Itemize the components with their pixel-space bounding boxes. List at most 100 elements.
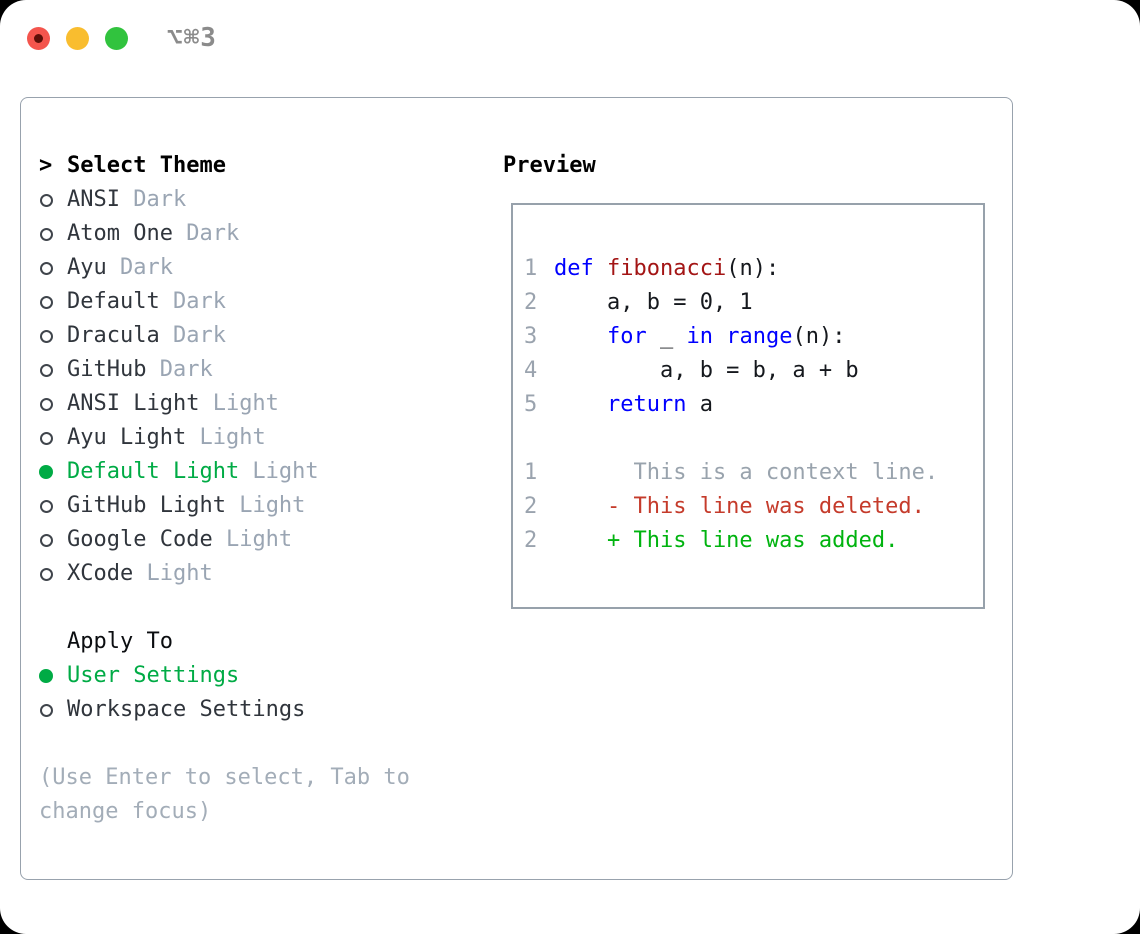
theme-variant: Dark [172,221,240,246]
radio-icon[interactable] [39,329,67,343]
code-token: for [606,324,647,349]
radio-icon[interactable] [39,261,67,275]
radio-circle [40,363,53,377]
code-line: 1 This is a context line. [524,456,983,490]
minimize-button[interactable] [66,27,89,50]
code-token: def [554,256,594,281]
theme-option[interactable]: Ayu Light Light [39,421,319,455]
apply-to-heading-row: Apply To [39,625,305,659]
code-token: + This line was added. [554,528,899,553]
radio-icon[interactable] [39,703,67,717]
theme-option[interactable]: Ayu Dark [39,251,319,285]
radio-icon[interactable] [39,363,67,377]
apply-option-label: User Settings [67,663,240,688]
radio-circle [39,465,53,479]
radio-icon[interactable] [39,397,67,411]
radio-circle [40,703,53,717]
close-button[interactable] [27,27,50,50]
preview-heading: Preview [503,153,596,178]
line-number: 1 [524,256,538,281]
code-line: 3 for _ in range(n): [524,320,983,354]
radio-selected-icon[interactable] [39,669,67,683]
theme-variant: Light [186,425,266,450]
theme-option[interactable]: Atom One Dark [39,217,319,251]
code-line: 4 a, b = b, a + b [524,354,983,388]
theme-option[interactable]: Google Code Light [39,523,319,557]
radio-circle [40,431,53,445]
code-token: (n): [726,256,780,281]
radio-circle [40,567,53,581]
radio-circle [40,261,53,275]
theme-name: Default [67,289,160,314]
theme-variant: Light [199,391,279,416]
theme-name: Ayu Light [67,425,187,450]
line-number [524,422,554,456]
code-token: range [726,324,793,349]
theme-name: Ayu [67,255,107,280]
theme-option[interactable]: XCode Light [39,557,319,591]
theme-variant: Light [212,527,293,552]
radio-icon[interactable] [39,567,67,581]
line-number: 2 [524,528,538,553]
theme-variant: Light [225,493,306,518]
radio-icon[interactable] [39,533,67,547]
radio-circle [40,533,53,547]
code-token [713,320,726,354]
select-theme-heading: Select Theme [67,153,226,178]
theme-option[interactable]: Dracula Dark [39,319,319,353]
radio-icon[interactable] [39,431,67,445]
select-theme-heading-row: > Select Theme [39,149,319,183]
code-token [554,320,607,354]
radio-circle [40,295,53,309]
apply-to-heading: Apply To [67,629,173,654]
radio-circle [40,193,53,207]
theme-option[interactable]: Default Dark [39,285,319,319]
selection-prompt: > [39,153,53,178]
theme-variant: Light [239,459,319,484]
theme-variant: Light [133,561,213,586]
line-number: 4 [524,358,538,383]
radio-icon[interactable] [39,295,67,309]
code-line [524,422,983,456]
theme-variant: Dark [159,289,226,314]
line-number: 3 [524,324,538,349]
theme-option[interactable]: GitHub Light Light [39,489,319,523]
radio-icon[interactable] [39,227,67,241]
theme-option[interactable]: Default Light Light [39,455,319,489]
theme-name: GitHub Light [67,493,226,518]
titlebar: ⌥⌘3 [0,0,1140,70]
code-token: (n): [792,324,846,349]
radio-icon[interactable] [39,499,67,513]
code-line: 2 - This line was deleted. [524,490,983,524]
code-token: a, b = b, a + b [554,358,859,383]
theme-option[interactable]: ANSI Dark [39,183,319,217]
theme-option[interactable]: ANSI Light Light [39,387,319,421]
theme-name: GitHub [67,357,147,382]
line-number: 2 [524,290,538,315]
line-number: 1 [524,460,538,485]
line-number: 2 [524,494,538,519]
code-token: fibonacci [607,256,727,281]
apply-option[interactable]: Workspace Settings [39,693,305,727]
radio-selected-icon[interactable] [39,465,67,479]
theme-name: Default Light [67,459,240,484]
unsaved-changes-dot-icon [34,34,43,43]
apply-option[interactable]: User Settings [39,659,305,693]
radio-circle [40,499,53,513]
radio-circle [40,329,53,343]
theme-name: Google Code [67,527,213,552]
window-title: ⌥⌘3 [167,23,217,53]
theme-variant: Dark [146,357,213,382]
code-line: 2 + This line was added. [524,524,983,558]
theme-option[interactable]: GitHub Dark [39,353,319,387]
code-token [594,252,607,286]
code-token: _ [646,324,687,349]
radio-icon[interactable] [39,193,67,207]
zoom-button[interactable] [105,27,128,50]
